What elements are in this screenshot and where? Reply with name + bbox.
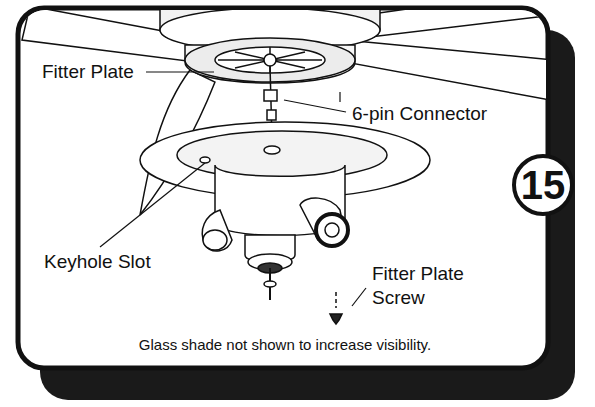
part-label: Keyhole Slot: [44, 250, 194, 274]
socket: [316, 214, 348, 246]
leader-line: [352, 288, 366, 306]
rod-nut: [264, 281, 276, 287]
step-number: 15: [521, 163, 566, 207]
leader-line: [284, 100, 346, 112]
caption: Glass shade not shown to increase visibi…: [30, 335, 540, 355]
leader-tick: [339, 92, 340, 102]
socket-cup: [202, 210, 232, 251]
socket: [203, 230, 227, 250]
leader-line: [146, 71, 214, 72]
center-hole: [264, 146, 280, 154]
socket-inner: [325, 223, 339, 237]
keyhole: [200, 157, 210, 163]
connector-half: [267, 110, 276, 120]
screw-guide: [335, 292, 337, 308]
part-label: 6-pin Connector: [352, 102, 522, 126]
leader-line: [100, 163, 205, 247]
part-label: Fitter Plate Screw: [372, 262, 482, 310]
part-label: Fitter Plate: [42, 60, 152, 84]
circle-shape: [514, 156, 572, 214]
step-number-circle: 15: [511, 153, 575, 217]
fitter-plate-hub: [264, 54, 276, 66]
connector-half: [264, 90, 277, 101]
fan-blade: [345, 40, 546, 100]
light-kit-rim: [177, 131, 387, 179]
fitter-plate-screw: [330, 314, 342, 324]
